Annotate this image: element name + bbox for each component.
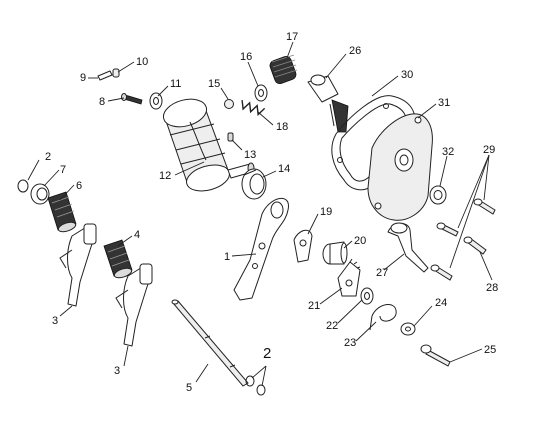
part-12-shift-drum bbox=[162, 98, 255, 192]
label-part-10: 10 bbox=[136, 56, 148, 68]
label-part-18: 18 bbox=[276, 121, 288, 133]
part-25-bolt bbox=[420, 344, 451, 367]
label-part-31: 31 bbox=[438, 97, 450, 109]
part-5-shaft bbox=[171, 299, 249, 387]
part-19-plate bbox=[293, 229, 313, 263]
label-part-22: 22 bbox=[326, 320, 338, 332]
label-part-7: 7 bbox=[60, 164, 66, 176]
part-4-bearing bbox=[103, 239, 133, 279]
part-2-circlip-left bbox=[17, 179, 29, 193]
label-part-16: 16 bbox=[240, 51, 252, 63]
part-16-washer bbox=[254, 84, 268, 102]
label-part-4: 4 bbox=[134, 229, 140, 241]
label-part-3-upper: 3 bbox=[52, 315, 58, 327]
label-part-11: 11 bbox=[170, 78, 181, 90]
part-27-lever bbox=[387, 222, 429, 273]
label-part-14: 14 bbox=[278, 163, 290, 175]
part-31-cover bbox=[367, 113, 433, 221]
label-part-32: 32 bbox=[442, 146, 454, 158]
part-3-shift-fork-lower bbox=[115, 263, 153, 347]
label-part-29: 29 bbox=[483, 144, 495, 156]
label-part-26: 26 bbox=[349, 45, 361, 57]
leader-lines bbox=[27, 41, 493, 387]
part-15-ball bbox=[224, 99, 234, 109]
label-part-30: 30 bbox=[401, 69, 413, 81]
part-9-pin bbox=[97, 70, 113, 81]
part-8-screw bbox=[121, 93, 143, 105]
label-part-20: 20 bbox=[354, 235, 366, 247]
part-18-spring bbox=[241, 100, 266, 116]
part-labels: 9 10 8 11 15 16 17 26 30 31 18 13 12 14 … bbox=[45, 31, 498, 394]
part-28-bolt bbox=[463, 236, 487, 255]
label-part-23: 23 bbox=[344, 337, 356, 349]
label-part-5: 5 bbox=[186, 382, 192, 394]
label-part-25: 25 bbox=[484, 344, 496, 356]
part-14-ring bbox=[241, 168, 267, 200]
label-part-8: 8 bbox=[99, 96, 105, 108]
label-part-15: 15 bbox=[208, 78, 220, 90]
label-part-2-left: 2 bbox=[45, 151, 51, 163]
part-23-spring bbox=[369, 304, 397, 331]
part-3-shift-fork-upper bbox=[59, 223, 97, 307]
part-2-circlips-right bbox=[245, 375, 266, 396]
label-part-17: 17 bbox=[286, 31, 298, 43]
label-part-6: 6 bbox=[76, 180, 82, 192]
label-part-21: 21 bbox=[308, 300, 320, 312]
part-7-bushing bbox=[30, 183, 50, 205]
label-part-13: 13 bbox=[244, 149, 256, 161]
part-13-pin bbox=[227, 132, 234, 142]
part-32-seal bbox=[429, 185, 447, 205]
part-24-washer bbox=[400, 322, 416, 336]
label-part-12: 12 bbox=[159, 170, 171, 182]
label-part-24: 24 bbox=[435, 297, 447, 309]
part-1-shift-arm bbox=[233, 198, 289, 301]
part-11-washer bbox=[149, 92, 163, 110]
part-26-shaft bbox=[307, 74, 349, 133]
label-part-2-right: 2 bbox=[263, 345, 271, 362]
label-part-27: 27 bbox=[376, 267, 388, 279]
part-10-pin bbox=[112, 68, 120, 78]
part-29-bolts bbox=[430, 198, 496, 281]
part-6-bearing bbox=[47, 191, 77, 233]
label-part-28: 28 bbox=[486, 282, 498, 294]
label-part-3-lower: 3 bbox=[114, 365, 120, 377]
label-part-19: 19 bbox=[320, 206, 332, 218]
part-21-sector-gear bbox=[337, 258, 361, 297]
part-17-spring bbox=[269, 54, 298, 85]
label-part-9: 9 bbox=[80, 72, 86, 84]
part-22-washer bbox=[360, 287, 374, 305]
part-20-collar bbox=[322, 241, 348, 265]
label-part-1: 1 bbox=[224, 251, 230, 263]
